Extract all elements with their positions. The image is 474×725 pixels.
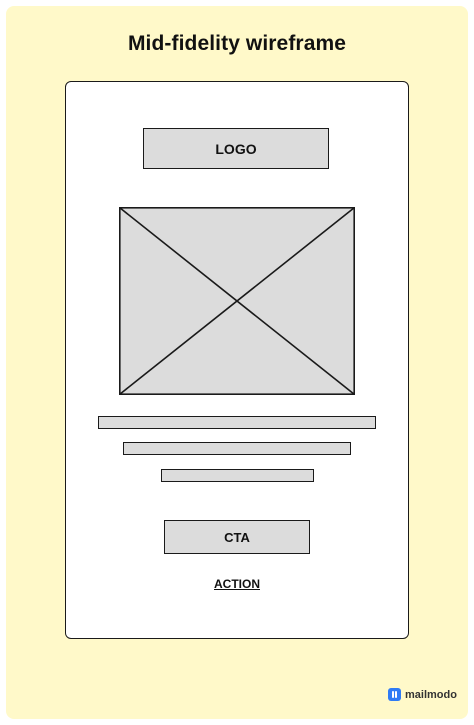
brand-name: mailmodo: [405, 688, 457, 701]
image-placeholder-diagonal: [119, 207, 355, 395]
logo-placeholder: LOGO: [143, 128, 329, 169]
logo-label: LOGO: [215, 140, 257, 157]
brand-mark: mailmodo: [388, 688, 457, 701]
image-placeholder: [119, 207, 355, 395]
cta-label: CTA: [224, 529, 250, 545]
action-link[interactable]: ACTION: [214, 577, 260, 591]
page-title: Mid-fidelity wireframe: [127, 32, 347, 55]
mailmodo-logo-icon: [388, 688, 401, 701]
text-line-placeholder: [161, 469, 314, 482]
text-line-placeholder: [98, 416, 376, 429]
cta-button[interactable]: CTA: [164, 520, 310, 554]
text-line-placeholder: [123, 442, 351, 455]
